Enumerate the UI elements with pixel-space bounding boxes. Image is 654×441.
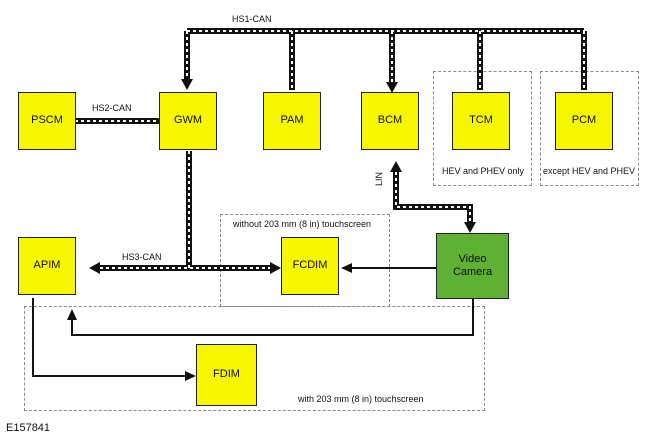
gwm-label: GWM: [173, 114, 203, 127]
tcm-module: TCM: [452, 92, 510, 150]
fdim-module: FDIM: [196, 344, 257, 406]
hs2-can-label: HS2-CAN: [92, 103, 132, 113]
without-touchscreen-note: without 203 mm (8 in) touchscreen: [233, 219, 372, 229]
pscm-module: PSCM: [18, 92, 76, 150]
pcm-module: PCM: [555, 92, 613, 150]
except-hev-phev-note: except HEV and PHEV: [543, 166, 636, 176]
tcm-label: TCM: [469, 114, 493, 127]
bcm-module: BCM: [361, 92, 419, 150]
with-touchscreen-group: [24, 306, 485, 411]
hev-phev-only-note: HEV and PHEV only: [442, 166, 525, 176]
hs3-can-label: HS3-CAN: [122, 252, 162, 262]
figure-id: E157841: [6, 422, 51, 434]
fdim-label: FDIM: [213, 368, 240, 381]
hs1-can-label: HS1-CAN: [232, 14, 272, 24]
bcm-label: BCM: [377, 114, 403, 127]
gwm-module: GWM: [159, 92, 217, 150]
hs3-arrow-fcdim: [270, 262, 281, 274]
hs1-arrow-bcm: [386, 82, 398, 93]
apim-module: APIM: [18, 237, 76, 295]
lin-label: LIN: [374, 171, 384, 186]
fcdim-module: FCDIM: [281, 237, 339, 295]
video-camera-label-line1: Video: [458, 252, 487, 265]
video-camera-label-line2: Camera: [452, 266, 493, 278]
hs1-arrow-gwm: [181, 79, 193, 90]
apim-to-fdim-line: [32, 298, 185, 377]
hs1-can-bus: [184, 28, 587, 90]
pam-label: PAM: [280, 114, 304, 127]
video-camera-label: Video Camera: [453, 253, 492, 279]
lin-arrow-camera: [464, 222, 476, 233]
with-touchscreen-note: with 203 mm (8 in) touchscreen: [298, 394, 424, 404]
camera-to-fcdim-arrow: [341, 263, 352, 273]
apim-label: APIM: [33, 259, 61, 272]
except-hev-phev-group: [540, 71, 639, 186]
apim-to-fdim-arrow: [185, 371, 196, 381]
camera-to-apim-line: [71, 298, 474, 336]
lin-arrow-bcm: [390, 161, 402, 172]
hs3-arrow-apim: [89, 262, 100, 274]
fcdim-label: FCDIM: [292, 259, 328, 272]
hs3-can-bus: [100, 151, 270, 271]
pcm-label: PCM: [571, 114, 597, 127]
camera-to-apim-arrow: [67, 309, 77, 320]
pam-module: PAM: [263, 92, 321, 150]
pscm-label: PSCM: [31, 114, 63, 127]
lin-bus: [393, 172, 473, 222]
video-camera-module: Video Camera: [436, 233, 509, 299]
